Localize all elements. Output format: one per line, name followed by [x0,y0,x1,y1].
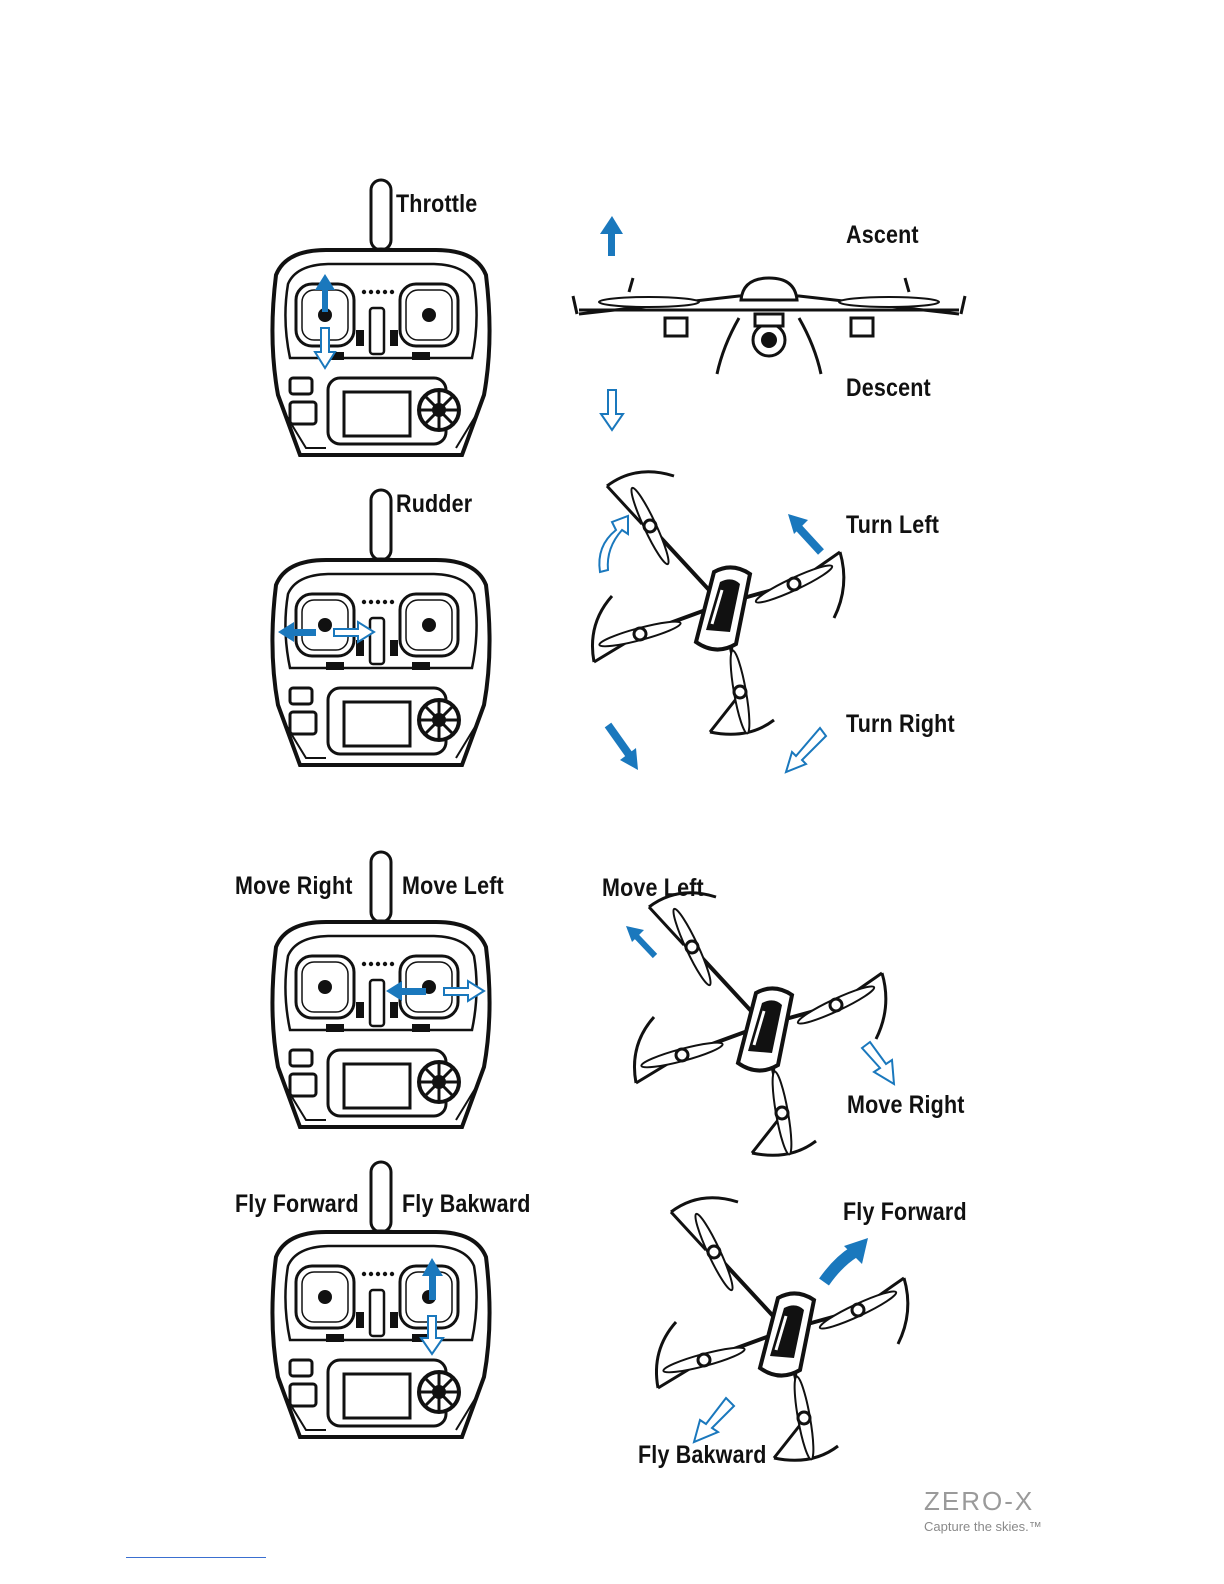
stick-fly-backward-label: Fly Bakward [402,1190,531,1219]
drone-side-view [573,278,965,374]
transmitter-rudder [272,490,489,765]
turn-left-arrow-icon [788,514,821,552]
descent-label: Descent [846,374,931,403]
drone-fly-forward-label: Fly Forward [843,1198,967,1227]
transmitter-throttle [272,180,489,455]
turn-right-arrow-icon [608,725,638,770]
turn-left-outline-arrow-icon [599,516,628,572]
move-right-outline-arrow-icon [862,1042,894,1084]
throttle-label: Throttle [396,190,477,219]
turn-left-label: Turn Left [846,511,939,540]
fly-forward-arrow-icon [824,1238,868,1282]
drone-fly-backward-label: Fly Bakward [638,1441,767,1470]
logo-tagline: Capture the skies.™ [924,1519,1042,1534]
stick-move-left-label: Move Left [402,872,504,901]
ascent-arrow-icon [600,216,623,256]
drone-move-right-label: Move Right [847,1091,965,1120]
fly-backward-outline-arrow-icon [694,1398,734,1442]
zero-x-logo: ZERO-X Capture the skies.™ [924,1486,1042,1534]
turn-right-label: Turn Right [846,710,955,739]
descent-arrow-icon [601,390,623,430]
ascent-label: Ascent [846,221,919,250]
move-left-arrow-icon [626,926,655,956]
logo-brand: ZERO-X [924,1486,1042,1517]
turn-right-outline-arrow-icon [786,728,826,772]
footer-link-underline [126,1557,266,1558]
drone-top-elevator [656,1198,907,1461]
rudder-label: Rudder [396,490,472,519]
stick-fly-forward-label: Fly Forward [235,1190,359,1219]
drone-move-left-label: Move Left [602,874,704,903]
drone-top-rudder [592,472,843,735]
stick-move-right-label: Move Right [235,872,353,901]
